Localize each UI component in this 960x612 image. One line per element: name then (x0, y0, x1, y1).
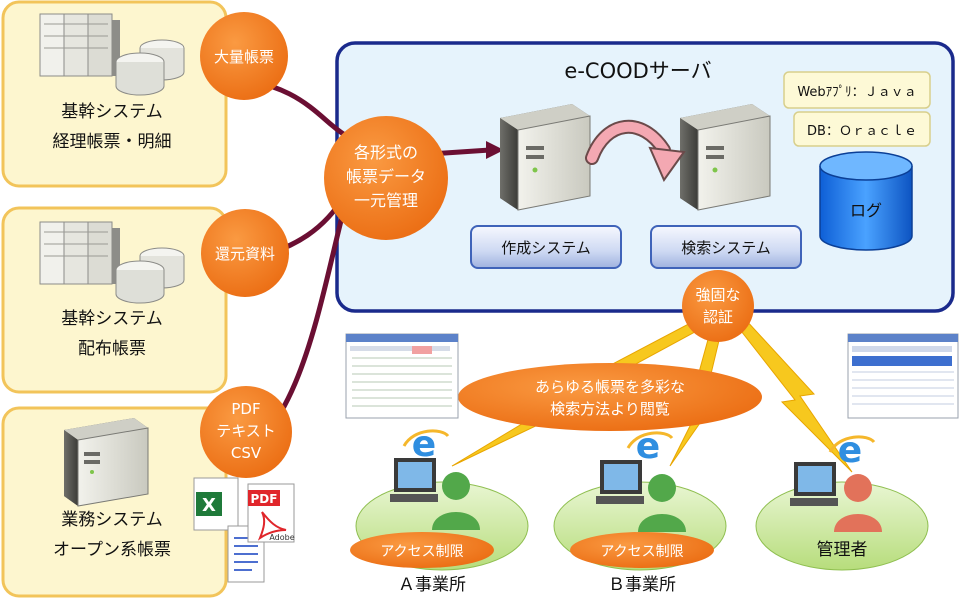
bubble-auth-line1: 強固な (695, 286, 740, 304)
webapp-label-box: Webｱﾌﾟﾘ：Ｊａｖａ (783, 71, 931, 109)
file-icons: X PDF Adobe (193, 477, 295, 583)
search-system-button[interactable]: 検索システム (650, 225, 802, 269)
mainframe-icon (39, 13, 185, 96)
computer-icon (390, 458, 438, 502)
create-system-button[interactable]: 作成システム (470, 225, 622, 269)
client-a-group: e アクセス制限 Ａ事業所 (350, 424, 529, 595)
server-tower-icon (680, 104, 771, 211)
bubble-browse-all-forms: あらゆる帳票を多彩な 検索方法より閲覧 (458, 363, 762, 431)
source-2-line2: 配布帳票 (78, 339, 146, 359)
client-b-label: Ｂ事業所 (608, 575, 676, 595)
app-screenshot-thumbnail (847, 333, 959, 419)
bubble-formats-line1: PDF (231, 400, 260, 418)
excel-file-icon: X (193, 477, 239, 531)
bubble-central-management: 各形式の 帳票データ 一元管理 (324, 116, 448, 240)
user-icon (638, 474, 686, 532)
search-system-label: 検索システム (681, 239, 771, 257)
computer-icon (790, 462, 838, 506)
client-a-label: Ａ事業所 (398, 575, 466, 595)
adobe-label: Adobe (269, 533, 294, 542)
db-label: DB：Ｏｒａｃｌｅ (807, 124, 917, 139)
user-icon (432, 472, 480, 530)
admin-user-icon (834, 474, 882, 532)
create-system-label: 作成システム (501, 239, 591, 257)
server-tower-icon (64, 418, 149, 507)
bubble-strong-auth: 強固な 認証 (682, 270, 754, 342)
bubble-bulk-forms: 大量帳票 (200, 12, 288, 100)
bubble-auth-line2: 認証 (703, 308, 733, 326)
pdf-file-label: PDF (251, 492, 278, 506)
bubble-central-line1: 各形式の (354, 143, 418, 162)
admin-label: 管理者 (817, 540, 868, 560)
server-tower-icon (500, 104, 591, 211)
source-2-line1: 基幹システム (61, 308, 163, 329)
computer-icon (596, 460, 644, 504)
log-label: ログ (850, 201, 882, 220)
ie-browser-icon: e (828, 430, 876, 471)
log-database-icon: ログ (819, 151, 913, 251)
bubble-formats: PDF テキスト CSV (200, 386, 292, 478)
source-3-line1: 業務システム (61, 510, 163, 530)
access-restriction-badge: アクセス制限 (570, 532, 714, 568)
client-b-group: e アクセス制限 Ｂ事業所 (553, 426, 727, 595)
bubble-central-line3: 一元管理 (354, 191, 418, 210)
pdf-file-icon: PDF Adobe (247, 483, 295, 543)
access-restriction-badge: アクセス制限 (350, 532, 494, 568)
webapp-label: Webｱﾌﾟﾘ：Ｊａｖａ (797, 85, 916, 100)
server-title: e-COODサーバ (564, 59, 711, 83)
source-1-line2: 経理帳票・明細 (53, 132, 172, 152)
bubble-formats-line2: テキスト (216, 422, 276, 440)
admin-group: e 管理者 (755, 430, 929, 571)
bubble-formats-line3: CSV (231, 444, 262, 462)
bubble-bulk-forms-text: 大量帳票 (214, 48, 274, 66)
svg-text:X: X (202, 495, 216, 516)
client-b-badge: アクセス制限 (600, 544, 683, 560)
client-a-badge: アクセス制限 (380, 544, 463, 560)
bubble-central-line2: 帳票データ (346, 167, 426, 186)
app-screenshot-thumbnail (345, 333, 459, 419)
bubble-return-materials: 還元資料 (201, 209, 289, 297)
source-3-line2: オープン系帳票 (53, 540, 171, 560)
bubble-browse-line2: 検索方法より閲覧 (550, 400, 670, 418)
db-label-box: DB：Ｏｒａｃｌｅ (793, 111, 931, 147)
arrowhead-to-create (486, 141, 504, 159)
bubble-return-materials-text: 還元資料 (215, 245, 275, 263)
transfer-arrow-icon (585, 119, 686, 183)
source-1-line1: 基幹システム (61, 101, 163, 122)
bolt-to-admin (733, 317, 853, 473)
mainframe-icon (39, 221, 185, 304)
bubble-browse-line1: あらゆる帳票を多彩な (535, 378, 685, 396)
